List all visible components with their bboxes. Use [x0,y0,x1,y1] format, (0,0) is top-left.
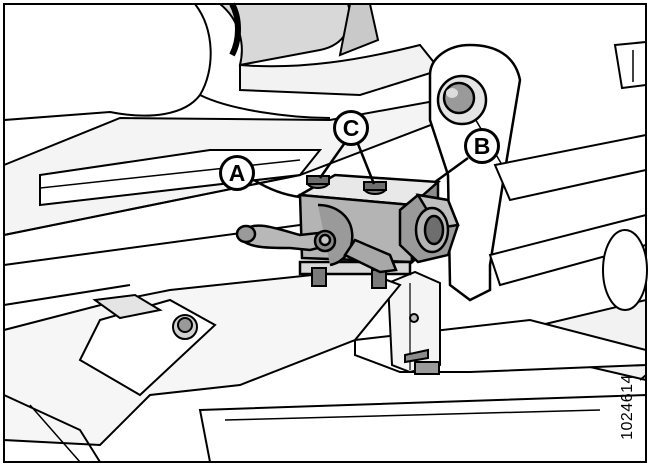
lower-deck [3,268,647,463]
housing-top [3,2,442,122]
callout-a-label: A [219,155,255,191]
bolts-c [306,175,387,289]
leader-c-right [356,143,376,185]
leader-b [434,156,469,184]
leader-c-left [318,143,346,179]
hex-fitting [398,193,460,264]
callout-b-label: B [464,128,500,164]
valve-handle [235,203,398,274]
figure-number: 1024614 [608,370,648,444]
leader-lines [253,143,469,199]
lower-bracket [354,270,647,375]
leader-a [253,178,301,199]
figure-number-text: 1024614 [619,374,637,440]
callout-c-label: C [333,110,369,146]
